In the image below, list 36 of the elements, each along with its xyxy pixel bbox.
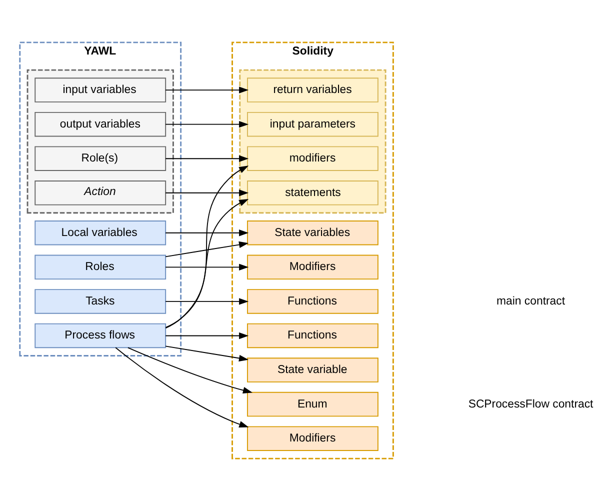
arrow <box>165 240 249 257</box>
node-box: input variables <box>34 77 166 102</box>
node-box: Role(s) <box>34 146 166 170</box>
arrow <box>165 332 249 339</box>
node-box: Action <box>34 180 166 205</box>
arrow <box>165 263 249 270</box>
arrow <box>165 189 249 196</box>
node-box: Process flows <box>34 322 166 348</box>
node-box: State variable <box>247 357 378 382</box>
node-box: Roles <box>34 254 166 280</box>
node-box: input parameters <box>247 111 378 136</box>
node-box: Functions <box>247 288 378 314</box>
arrow <box>165 165 249 328</box>
arrow <box>165 198 249 328</box>
arrow <box>165 345 249 361</box>
node-box: Tasks <box>34 288 166 314</box>
arrow <box>165 154 249 162</box>
cluster <box>26 68 174 214</box>
node-box: output variables <box>34 111 166 136</box>
node-box: statements <box>247 180 378 205</box>
arrow <box>165 86 249 93</box>
node-box: return variables <box>247 77 378 102</box>
arrow <box>165 120 249 128</box>
node-box: Local variables <box>34 220 166 245</box>
arrow <box>127 346 253 394</box>
arrow <box>115 346 249 427</box>
label: SCProcessFlow contract <box>468 398 594 410</box>
node-box: Modifiers <box>247 254 378 280</box>
arrow <box>165 229 249 236</box>
node-box: Functions <box>247 322 378 348</box>
node-box: modifiers <box>247 146 378 170</box>
node-box: Enum <box>247 391 378 416</box>
label: main contract <box>496 294 566 307</box>
node-box: Modifiers <box>247 426 378 450</box>
node-box: State variables <box>247 220 378 245</box>
arrow <box>165 298 249 304</box>
